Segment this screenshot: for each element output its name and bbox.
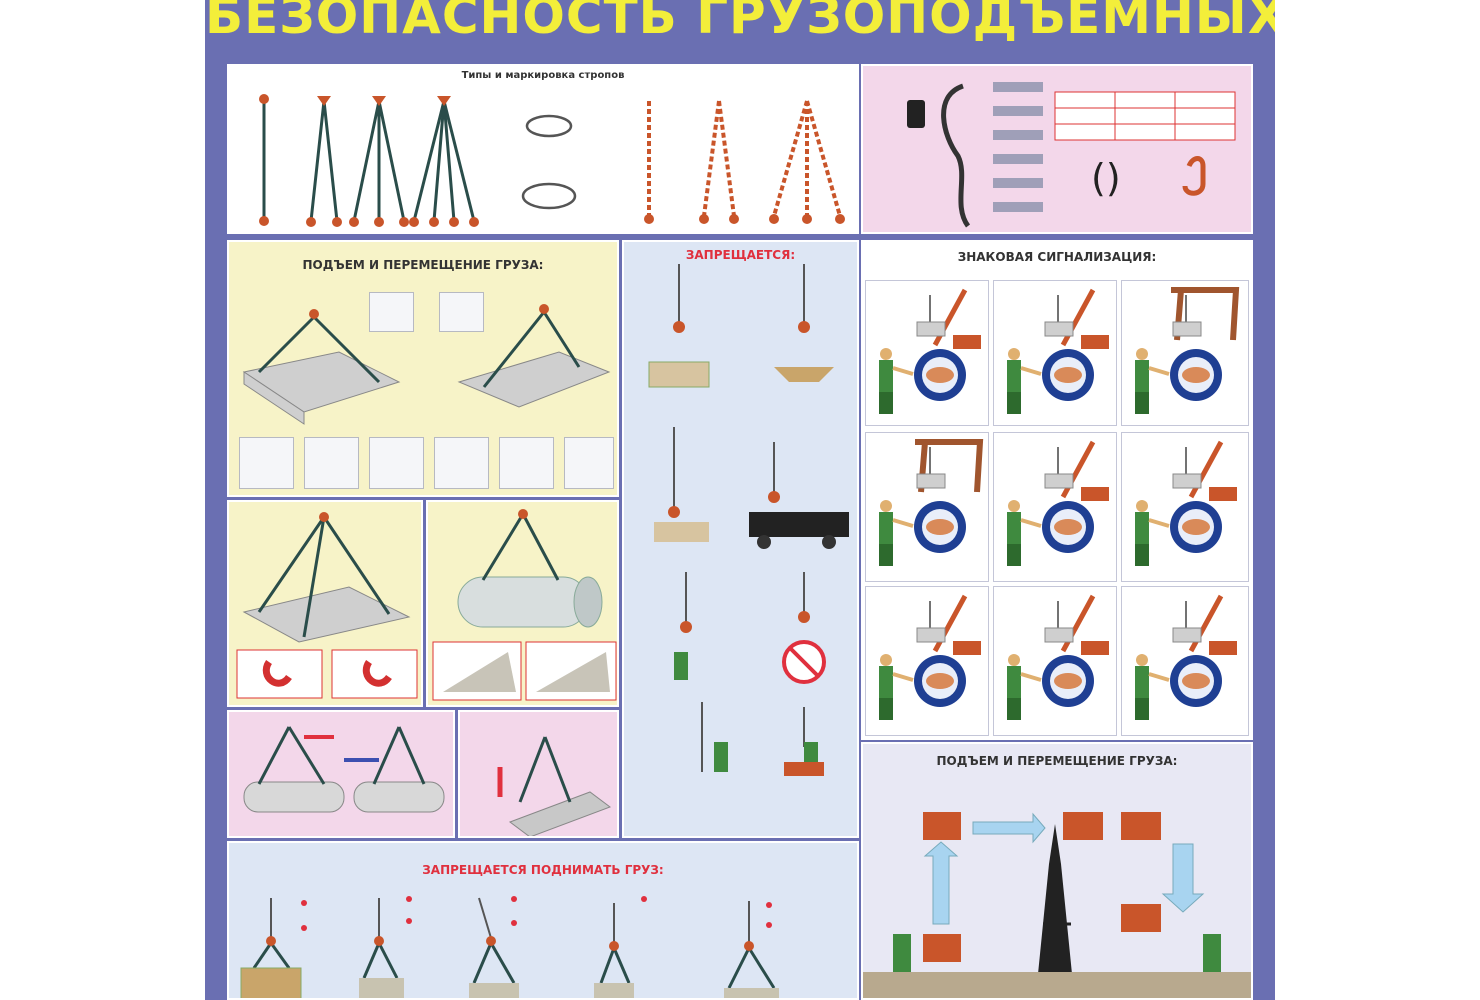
sling-types-panel: Типы и маркировка стропов xyxy=(227,64,859,234)
slab-lifting-icon xyxy=(242,304,611,425)
prohibited-title: ЗАПРЕЩАЕТСЯ: xyxy=(685,248,796,262)
damaged-slings-panel: () xyxy=(861,64,1253,234)
signal-cell-7 xyxy=(865,586,989,736)
prohibited-lift-title: ЗАПРЕЩАЕТСЯ ПОДНИМАТЬ ГРУЗ: xyxy=(422,863,664,877)
lifting-panel-bottom: ПОДЪЕМ И ПЕРЕМЕЩЕНИЕ ГРУЗА: xyxy=(861,742,1253,1000)
sling-types-title: Типы и маркировка стропов xyxy=(461,70,625,81)
signal-cell-6 xyxy=(1121,432,1249,582)
prohibited-lift-illustrations xyxy=(240,896,779,998)
prohibited-panel: ЗАПРЕЩАЕТСЯ: xyxy=(622,240,859,838)
detail-thumb-8 xyxy=(564,437,614,489)
sling-defect-icon: () xyxy=(907,82,1236,228)
detail-thumb-4 xyxy=(304,437,359,489)
detail-thumb-2 xyxy=(439,292,484,332)
safety-poster: БЕЗОПАСНОСТЬ ГРУЗОПОДЪЕМНЫХ РАБОТ Типы и… xyxy=(205,0,1275,1000)
eiffel-tower-icon xyxy=(863,812,1251,998)
hook-icon xyxy=(236,512,418,699)
lifting-title-top: ПОДЪЕМ И ПЕРЕМЕЩЕНИЕ ГРУЗА: xyxy=(302,258,544,272)
svg-text:(): () xyxy=(1091,156,1121,200)
block-move-icon xyxy=(497,736,612,836)
detail-thumb-3 xyxy=(239,437,294,489)
pipe-lifting-panel xyxy=(426,500,619,707)
signal-cell-4 xyxy=(865,432,989,582)
detail-thumb-7 xyxy=(499,437,554,489)
poster-title: БЕЗОПАСНОСТЬ ГРУЗОПОДЪЕМНЫХ РАБОТ xyxy=(205,0,1275,45)
pipe-move-icon xyxy=(243,726,445,813)
block-moving-panel xyxy=(458,710,619,838)
signal-cell-9 xyxy=(1121,586,1249,736)
prohibited-illustrations xyxy=(648,264,849,776)
signals-title: ЗНАКОВАЯ СИГНАЛИЗАЦИЯ: xyxy=(957,250,1157,264)
lifting-panel-top: ПОДЪЕМ И ПЕРЕМЕЩЕНИЕ ГРУЗА: xyxy=(227,240,619,497)
detail-thumb-6 xyxy=(434,437,489,489)
lifting-title-bottom: ПОДЪЕМ И ПЕРЕМЕЩЕНИЕ ГРУЗА: xyxy=(936,754,1178,768)
signal-cell-5 xyxy=(993,432,1117,582)
pipe-icon xyxy=(432,509,617,701)
signal-cell-3 xyxy=(1121,280,1249,426)
detail-thumb-1 xyxy=(369,292,414,332)
signal-cell-2 xyxy=(993,280,1117,426)
prohibited-lift-panel: ЗАПРЕЩАЕТСЯ ПОДНИМАТЬ ГРУЗ: xyxy=(227,841,859,1000)
slab-hooks-panel xyxy=(227,500,423,707)
signal-cell-1 xyxy=(865,280,989,426)
pipe-moving-panel xyxy=(227,710,455,838)
sling-icon xyxy=(259,94,845,227)
detail-thumb-5 xyxy=(369,437,424,489)
signal-cell-8 xyxy=(993,586,1117,736)
